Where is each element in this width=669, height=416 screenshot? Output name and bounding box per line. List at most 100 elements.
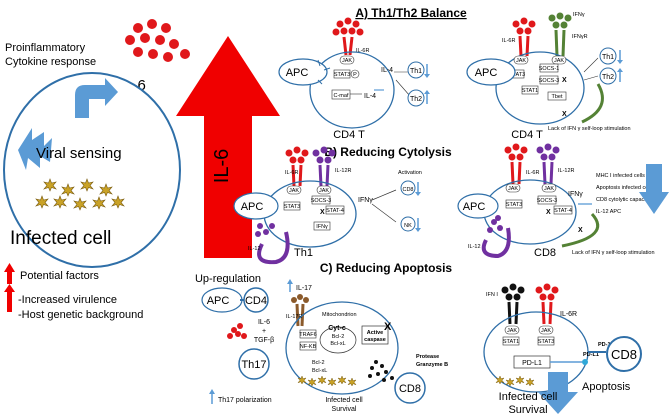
b-left-il12-loop [257,231,290,265]
a-left-jak: JAK [342,58,352,64]
c-left-survival-1: Infected cell [325,397,363,404]
a-right-il6r-label: IL-6R [502,38,515,44]
c-left-bcl2-b: Bcl-2 [312,360,325,366]
a-left-apc-label: APC [286,67,309,79]
section-b: B) Reducing Cytolysis IL-6R IL-12R JAK J… [233,143,669,265]
svg-text:X: X [562,111,567,118]
a-right-th2: Th2 [602,74,614,81]
svg-text:X: X [546,209,551,216]
b-left-socs3: SOCS-3 [311,198,331,204]
viral-sensing-label: Viral sensing [36,145,122,162]
b-left-activation-label: Activation [398,170,422,176]
a-right-cell-label: CD4 T [511,129,543,141]
a-left-cd4-cell [309,51,395,129]
b-right-il6r-label: IL-6R [526,170,539,176]
c-left-plus: + [262,328,266,335]
c-right-cd8-cell [606,336,642,372]
b-right-apc-label: APC [463,201,486,213]
c-right-cd8-label: CD8 [611,347,637,362]
a-right-cd4-cell [495,51,585,125]
b-left-apc [233,192,279,220]
a-right-apc-label: APC [475,67,498,79]
c-left-traf6: TRAF6 [299,332,316,338]
il6-big-label: IL-6 [211,149,233,183]
c-left-nfkb: NF-KB [300,344,317,350]
c-left-il6: IL-6 [258,319,270,326]
c-left-cd8-cell [394,372,426,404]
b-left-ifng-outer: IFNγ [358,197,373,204]
section-b-title: B) Reducing Cytolysis [324,145,452,159]
c-right-ifni: IFN I [486,292,498,298]
a-right-tbet: Tbet [551,94,562,100]
a-left-apc [278,58,328,86]
b-right-jak-left: JAK [508,186,518,192]
b-left-il12r-label: IL-12R [335,168,352,174]
a-left-cell-label: CD4 T [333,129,365,141]
b-left-stat3: STAT3 [284,204,300,210]
svg-text:X: X [320,209,325,216]
c-right-pdl1-inner: PD-L1 [522,360,542,367]
proinflammatory-line1: Proinflammatory [5,42,86,54]
c-left-granzyme: Granzyme B [416,362,448,368]
b-right-il12-loop [481,227,511,259]
a-left-il6r-label: IL-6R [356,48,369,54]
b-right-stat3: STAT3 [506,202,522,208]
a-right-ifng-label: IFNγ [573,12,585,18]
a-right-note: Lack of IFN γ self-loop stimulation [548,126,631,132]
a-left-th2: Th2 [410,96,422,103]
section-b-right: IL-6R IL-12R JAK JAK STAT3 SOCS-3 X STAT… [457,143,669,259]
section-a-left: IL-6R JAK STAT3 P C-maf IL-4 IL-4 APC Th… [278,17,430,141]
viral-sensing-lightning-icon [18,128,52,170]
b-left-stat4: STAT-4 [326,208,344,214]
potential-factors-label: Potential factors [20,270,99,282]
b-right-note: Lack of IFN γ self-loop stimulation [572,250,655,256]
b-right-il12r-label: IL-12R [558,168,575,174]
factor-increased-virulence: -Increased virulence [18,294,117,306]
section-a: A) Th1/Th2 Balance IL-6R JAK STAT3 P C-m… [278,6,631,141]
b-right-list-1: MHC I infected cells [596,173,645,179]
b-right-stat4: STAT-4 [554,208,572,214]
c-left-polarization: Th17 polarization [218,397,272,404]
c-left-active: Active [367,330,384,336]
c-right-jak-left: JAK [507,328,517,334]
a-right-jak-left: JAK [516,58,526,64]
c-right-survival-2: Survival [508,404,547,416]
c-right-stat3: STAT3 [538,339,554,345]
a-right-block-x: X [562,77,567,84]
a-left-phospho: P [353,72,357,78]
factor-host-genetic: -Host genetic background [18,309,143,321]
c-left-granzyme-dots [368,360,394,382]
c-left-tgfb: TGF-β [254,337,274,344]
c-left-mitochondrion: Mitochondrion [322,312,357,318]
c-right-il6r: IL-6R [560,311,577,318]
c-left-protease: Protease [416,354,439,360]
b-right-ifng: IFNγ [568,191,583,198]
c-left-cd8-label: CD8 [399,383,421,395]
b-left-jak-right: JAK [319,188,329,194]
a-left-il4-inner: IL-4 [364,93,376,100]
c-left-cd4-cell [243,287,269,313]
section-a-title: A) Th1/Th2 Balance [355,6,467,20]
c-right-pdl1-outer: PD-L1 [583,352,599,358]
il6-upregulation-arrow [176,36,280,258]
section-b-left: IL-6R IL-12R JAK JAK STAT3 SOCS-3 X STAT… [233,146,422,265]
a-left-il4-outer: IL-4 [381,67,393,74]
b-right-socs3: SOCS-3 [537,198,557,204]
b-right-apc [457,193,499,219]
a-left-th1: Th1 [410,68,422,75]
b-right-list-2: Apoptosis infected cells [596,185,654,191]
a-right-stat1: STAT1 [522,88,538,94]
c-left-bclxl-b: Bcl-xL [312,368,327,374]
il6-cytokine-cluster [125,19,190,62]
b-right-il12-label: IL-12 [468,244,481,250]
cytokine-response-arrow [75,78,118,118]
c-left-cytc: Cyt-c [328,325,346,332]
c-right-virus-particles [495,375,535,387]
b-right-list-4: IL-12 APC [596,209,621,215]
c-left-infected-cell [285,301,399,395]
a-right-stat3: STAT3 [509,72,525,78]
c-left-apc-label: APC [207,295,230,307]
a-right-apc [466,58,516,86]
b-right-jak-right: JAK [544,186,554,192]
